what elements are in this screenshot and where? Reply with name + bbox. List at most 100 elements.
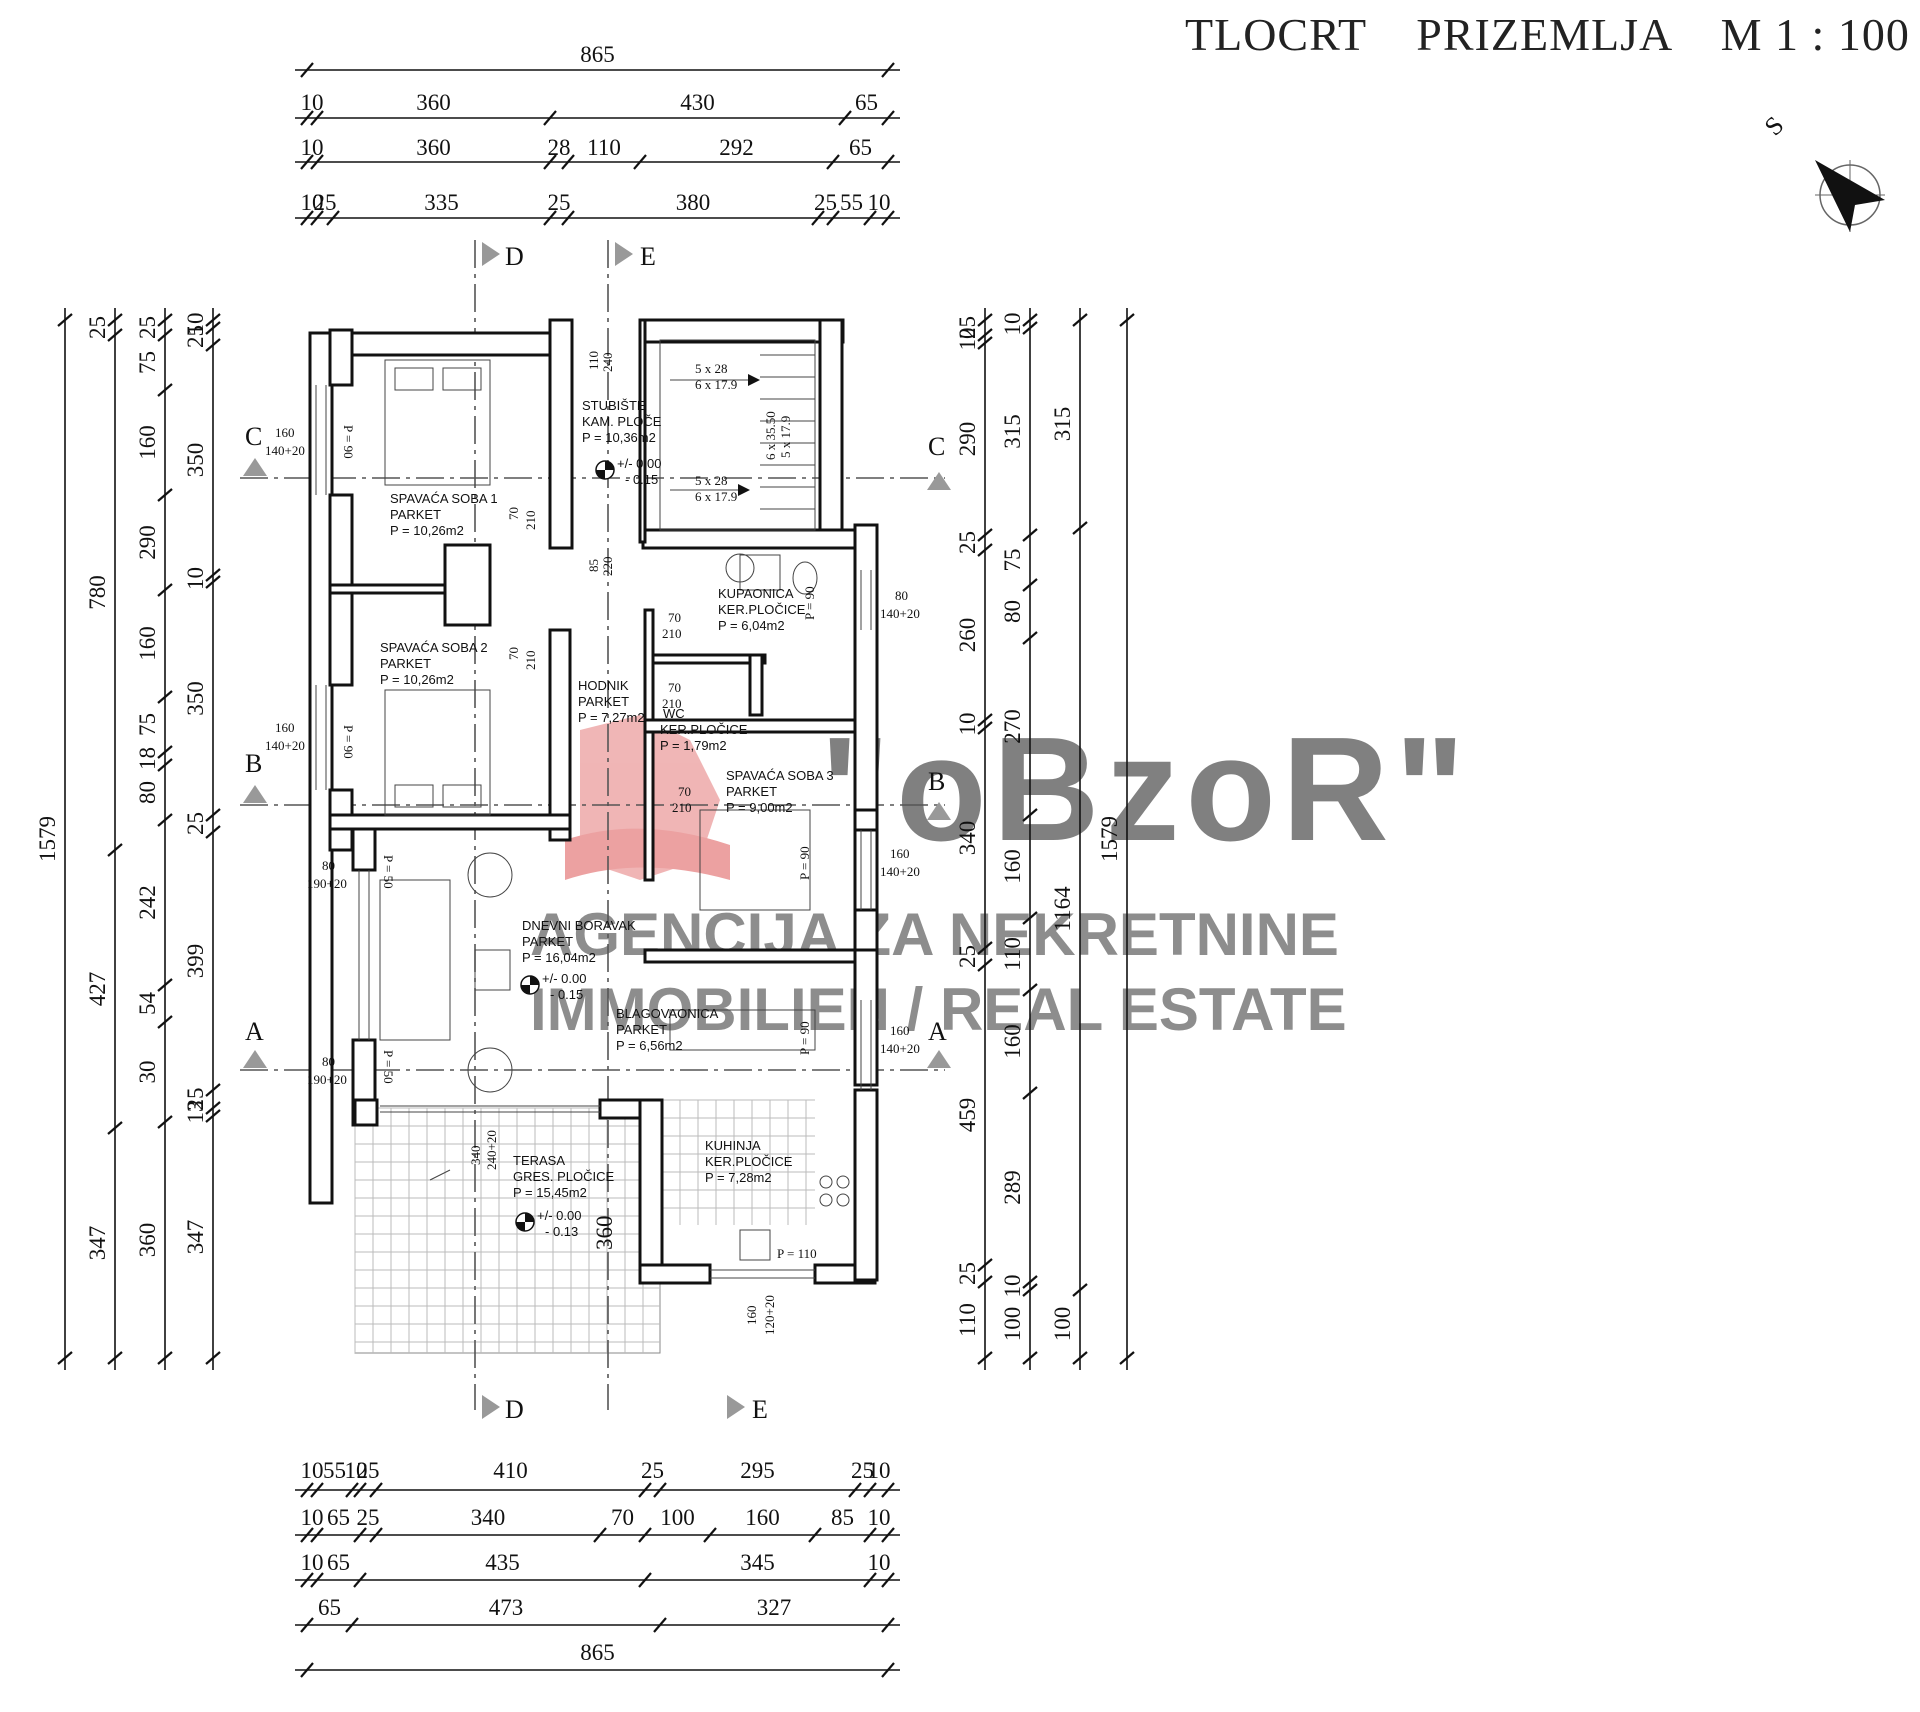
dimension-label: 315 <box>1000 414 1025 449</box>
svg-text:KER.PLOČICE: KER.PLOČICE <box>718 602 806 617</box>
dimension-label: 70 <box>611 1505 634 1530</box>
svg-text:190+20: 190+20 <box>307 876 347 891</box>
svg-text:160: 160 <box>275 425 295 440</box>
dimension-label: 100 <box>1050 1307 1075 1342</box>
dimension-label: 25 <box>85 316 110 339</box>
dimension-label: 160 <box>1000 1024 1025 1059</box>
dimension-label: 10 <box>183 313 208 336</box>
dimension-label: 865 <box>580 42 615 67</box>
dimension-label: 242 <box>135 885 160 920</box>
dimension-label: 55 <box>323 1458 346 1483</box>
svg-text:210: 210 <box>662 696 682 711</box>
svg-text:PARKET: PARKET <box>380 656 431 671</box>
section-marker-e-bottom: E <box>727 1395 768 1424</box>
svg-text:C: C <box>928 432 945 461</box>
svg-text:KAM. PLOČE: KAM. PLOČE <box>582 414 662 429</box>
dimension-label: 55 <box>840 190 863 215</box>
dimension-label: 10 <box>868 1505 891 1530</box>
room-labels: SPAVAĆA SOBA 1 PARKET P = 10,26m2 SPAVAĆ… <box>380 398 834 1200</box>
svg-text:85: 85 <box>586 559 601 572</box>
dimension-label: 360 <box>135 1223 160 1258</box>
dimension-label: 65 <box>855 90 878 115</box>
dimension-label: 473 <box>489 1595 524 1620</box>
svg-text:P = 9,00m2: P = 9,00m2 <box>726 800 793 815</box>
dimension-label: 347 <box>85 1226 110 1261</box>
svg-text:P = 10,36m2: P = 10,36m2 <box>582 430 656 445</box>
svg-text:KER.PLOČICE: KER.PLOČICE <box>660 722 748 737</box>
svg-text:C: C <box>245 422 262 451</box>
svg-text:P = 6,56m2: P = 6,56m2 <box>616 1038 683 1053</box>
svg-text:WC: WC <box>663 706 685 721</box>
dimension-label: 25 <box>183 1088 208 1111</box>
svg-text:+/- 0.00: +/- 0.00 <box>537 1208 581 1223</box>
svg-text:70: 70 <box>506 507 521 520</box>
svg-text:+/- 0.00: +/- 0.00 <box>542 971 586 986</box>
svg-text:140+20: 140+20 <box>265 443 305 458</box>
svg-text:240+20: 240+20 <box>484 1130 499 1170</box>
dimension-label: 25 <box>357 1505 380 1530</box>
dimension-label: 25 <box>851 1458 874 1483</box>
svg-text:220: 220 <box>600 557 615 577</box>
dimension-label: 430 <box>680 90 715 115</box>
svg-text:A: A <box>928 1017 947 1046</box>
svg-text:70: 70 <box>678 784 691 799</box>
svg-text:KER.PLOČICE: KER.PLOČICE <box>705 1154 793 1169</box>
level-marker-icon: +/- 0.00 - 0.15 <box>595 456 661 487</box>
section-marker-a-right: A <box>927 1017 951 1068</box>
svg-text:SPAVAĆA SOBA 3: SPAVAĆA SOBA 3 <box>726 768 834 783</box>
dimension-label: 25 <box>955 945 980 968</box>
svg-text:SPAVAĆA SOBA 1: SPAVAĆA SOBA 1 <box>390 491 498 506</box>
svg-text:- 0.15: - 0.15 <box>625 472 658 487</box>
dimension-label: 10 <box>301 1505 324 1530</box>
dimension-label: 85 <box>831 1505 854 1530</box>
dimension-label: 435 <box>485 1550 520 1575</box>
dimension-label: 25 <box>955 1262 980 1285</box>
svg-text:PARKET: PARKET <box>726 784 777 799</box>
svg-text:P = 6,04m2: P = 6,04m2 <box>718 618 785 633</box>
dimension-label: 399 <box>183 944 208 979</box>
level-marker-icon: +/- 0.00 - 0.15 <box>520 971 586 1002</box>
dimension-label: 65 <box>327 1550 350 1575</box>
svg-text:P = 110: P = 110 <box>777 1246 817 1261</box>
svg-text:P = 15,45m2: P = 15,45m2 <box>513 1185 587 1200</box>
dimension-label: 75 <box>1000 549 1025 572</box>
walls <box>308 318 879 1285</box>
svg-text:6 x 17.9: 6 x 17.9 <box>695 377 737 392</box>
dimension-label: 75 <box>135 351 160 374</box>
dimension-label: 54 <box>135 992 160 1016</box>
dimension-label: 10 <box>868 190 891 215</box>
dimension-label: 30 <box>135 1061 160 1084</box>
dimension-label: 65 <box>849 135 872 160</box>
dimension-label: 160 <box>135 626 160 661</box>
svg-text:P = 10,26m2: P = 10,26m2 <box>380 672 454 687</box>
svg-text:TERASA: TERASA <box>513 1153 565 1168</box>
svg-text:140+20: 140+20 <box>880 606 920 621</box>
dimension-label: 315 <box>1050 407 1075 442</box>
svg-text:160: 160 <box>890 1023 910 1038</box>
svg-text:70: 70 <box>668 680 681 695</box>
dim-bottom-row-5: 865 <box>295 1640 900 1678</box>
dimension-label: 28 <box>548 135 571 160</box>
section-marker-d-top: D <box>482 242 524 271</box>
svg-text:160: 160 <box>890 846 910 861</box>
svg-text:BLAGOVAONICA: BLAGOVAONICA <box>616 1006 719 1021</box>
dim-left-col-1: 1579 <box>35 308 73 1370</box>
dimension-label: 25 <box>814 190 837 215</box>
dimension-label: 80 <box>1000 600 1025 623</box>
dimension-label: 292 <box>719 135 754 160</box>
dimension-label: 360 <box>416 90 451 115</box>
dimension-label: 10 <box>301 90 324 115</box>
dimension-label: 25 <box>955 531 980 554</box>
dimension-label: 110 <box>1000 937 1025 971</box>
dimension-label: 10 <box>301 135 324 160</box>
dimension-label: 360 <box>416 135 451 160</box>
room-spavaca-soba-2: SPAVAĆA SOBA 2 PARKET P = 10,26m2 <box>380 640 488 687</box>
room-wc: WC KER.PLOČICE P = 1,79m2 <box>660 706 748 753</box>
svg-text:5 x 17.9: 5 x 17.9 <box>778 416 793 458</box>
dimension-label: 10 <box>955 713 980 736</box>
